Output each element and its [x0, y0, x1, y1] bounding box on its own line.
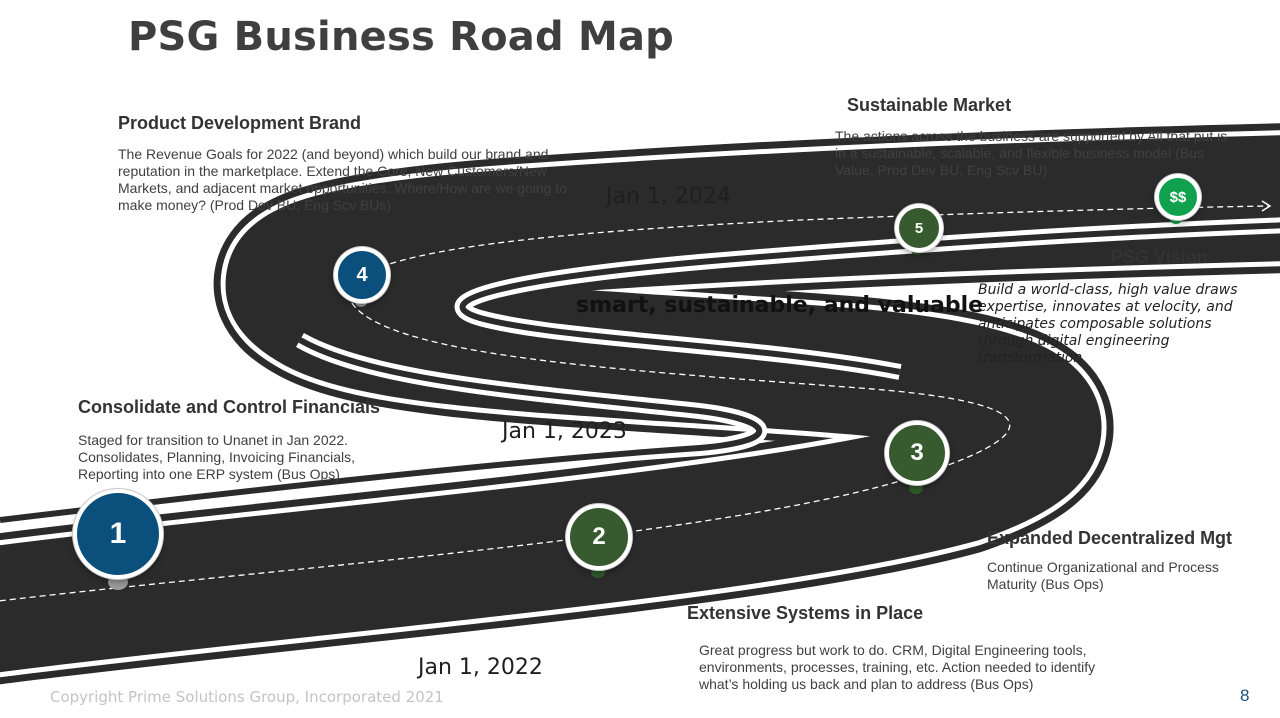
milestone-1-body: Staged for transition to Unanet in Jan 2…: [78, 432, 356, 482]
milestone-3-number: 3: [910, 439, 924, 466]
goal-marker: $$: [1155, 174, 1201, 220]
separator-lower-bend-inner: [0, 337, 763, 523]
milestone-1-marker: 1: [73, 489, 163, 579]
vision-body: Build a world-class, high value draws ex…: [978, 282, 1238, 366]
milestone-3-body: Continue Organizational and Process Matu…: [987, 559, 1219, 592]
milestone-2-marker: 2: [566, 504, 632, 570]
milestone-2-body: Great progress but work to do. CRM, Digi…: [699, 642, 1096, 692]
milestone-4-marker: 4: [334, 247, 390, 303]
date-2024: Jan 1, 2024: [606, 184, 731, 209]
goal-symbol: $$: [1169, 188, 1187, 206]
milestone-3-marker: 3: [885, 421, 949, 485]
milestone-4-body: The Revenue Goals for 2022 (and beyond) …: [118, 146, 568, 213]
date-2023: Jan 1, 2023: [502, 419, 627, 444]
milestone-4-number: 4: [356, 263, 368, 286]
tagline: smart, sustainable, and valuable: [576, 293, 984, 318]
milestone-5-body: The actions across the business are supp…: [835, 128, 1228, 178]
date-2022: Jan 1, 2022: [418, 655, 543, 680]
marker-3-pin: [909, 482, 923, 494]
milestone-2-number: 2: [592, 523, 606, 550]
milestone-5-heading: Sustainable Market: [847, 95, 1012, 115]
milestone-5-number: 5: [914, 219, 924, 237]
milestone-1-heading: Consolidate and Control Financials: [78, 397, 381, 417]
page-number: 8: [1240, 686, 1250, 705]
road-arrowhead: [1261, 200, 1272, 212]
slide-title: PSG Business Road Map: [128, 14, 674, 60]
milestone-2-heading: Extensive Systems in Place: [687, 603, 924, 623]
road-asphalt: [0, 135, 1280, 673]
milestone-3-heading: Expanded Decentralized Mgt: [987, 528, 1233, 548]
vision-heading: PSG Vision: [1111, 247, 1208, 267]
milestone-5-marker: 5: [895, 204, 943, 252]
road-center-dashes: [0, 205, 1269, 602]
copyright-footer: Copyright Prime Solutions Group, Incorpo…: [50, 688, 444, 706]
milestone-4-heading: Product Development Brand: [118, 113, 362, 133]
separator-upper-bend-inner: [459, 222, 1280, 375]
milestone-1-number: 1: [109, 517, 127, 550]
